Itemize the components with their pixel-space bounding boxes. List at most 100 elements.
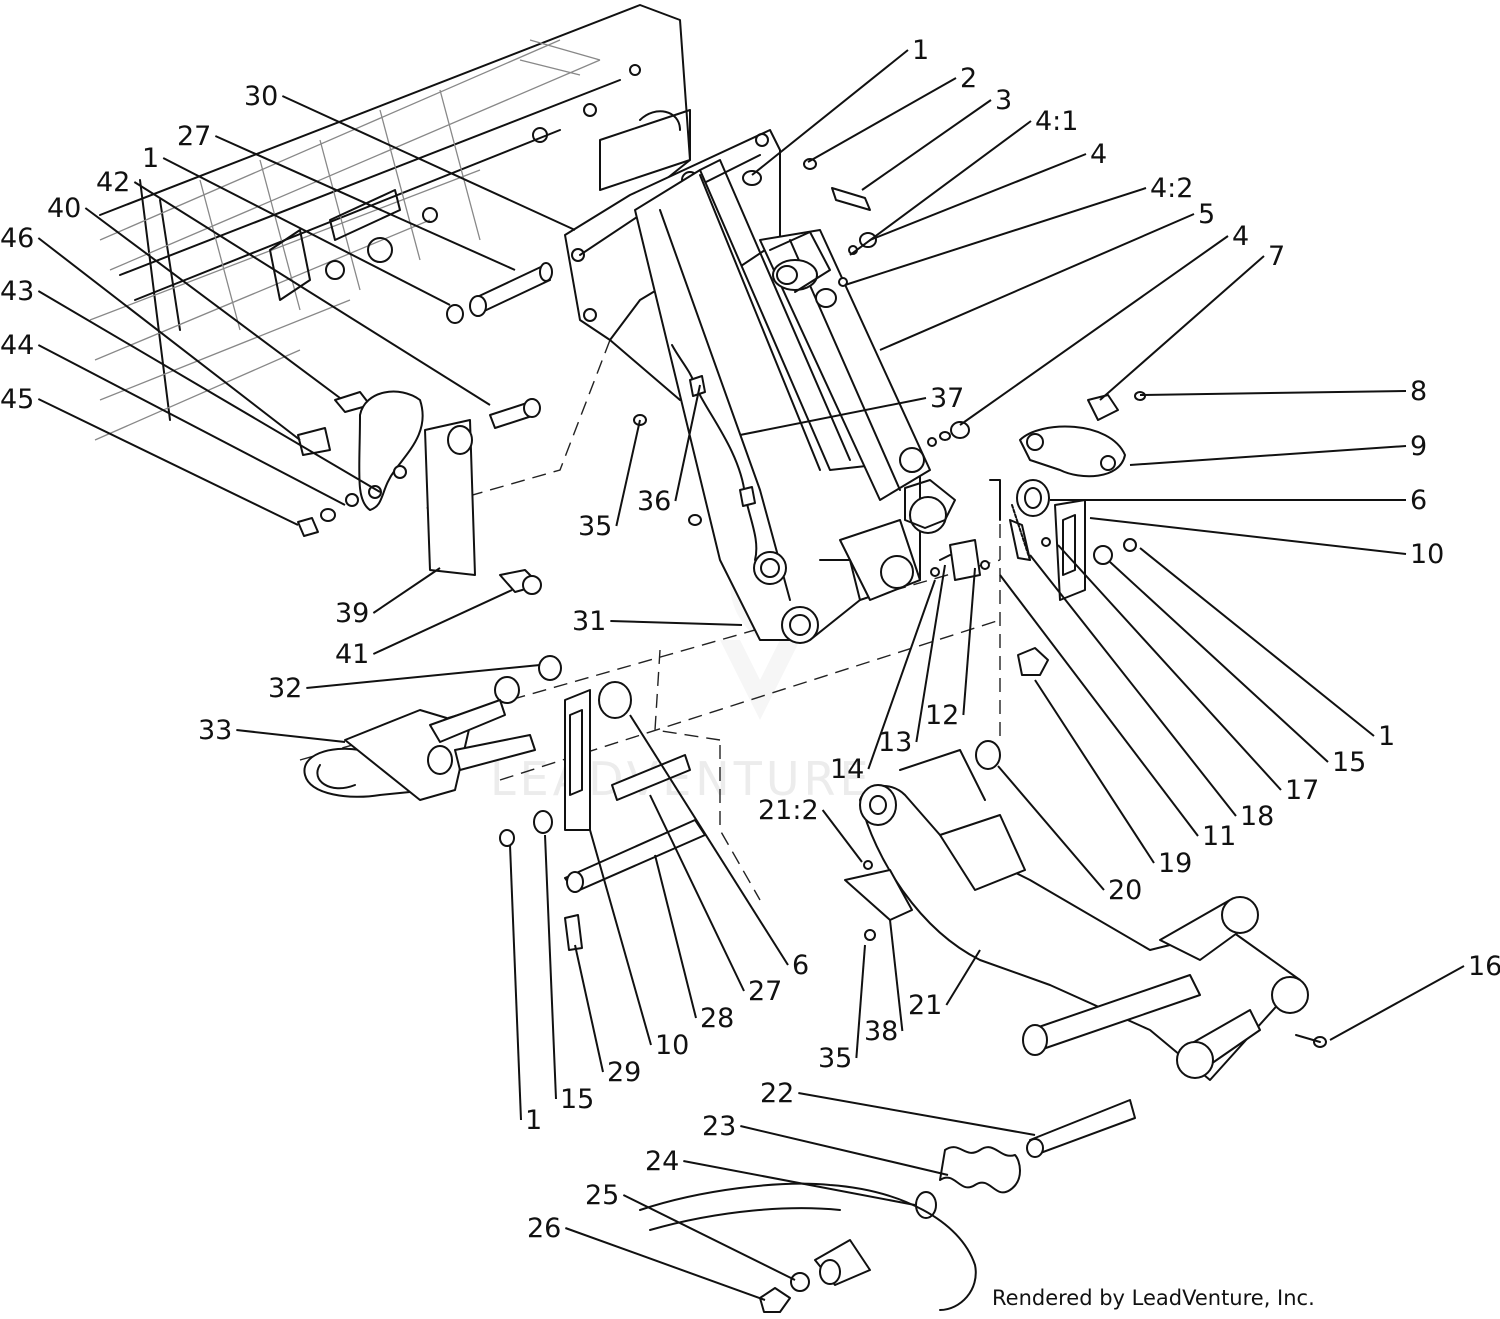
callout-label: 36 [637,486,671,517]
callout-label: 16 [1468,951,1500,982]
leader-line [649,794,745,992]
leader-line [739,397,927,436]
leader-line [306,664,541,689]
callout-label: 39 [335,598,369,629]
callout-label: 1 [142,143,159,174]
leader-line [1029,554,1237,817]
leader-line [821,809,863,863]
callout-label: 12 [925,700,959,731]
callout-44: 44 [0,330,346,506]
callout-label: 10 [1410,539,1444,570]
callout-43: 43 [0,276,381,493]
right-latch-assembly [904,391,1146,676]
lift-arm [634,159,921,644]
callout-label: 1 [1378,721,1395,752]
leader-line [869,153,1087,241]
callout-label: 42 [96,167,130,198]
main-frame [89,4,691,441]
leader-line [654,854,697,1019]
callout-label: 6 [1410,485,1427,516]
leader-line [1139,390,1407,396]
callout-layer: 1234:144:254789610115171811192012131421:… [0,35,1500,1301]
callout-label: 14 [830,754,864,785]
callout-label: 18 [1240,801,1274,832]
callout-label: 1 [912,35,929,66]
callout-26: 26 [527,1213,766,1301]
leader-line [740,1125,949,1176]
leader-line [1109,561,1329,763]
callout-label: 21 [908,990,942,1021]
leader-line [945,949,981,1006]
leader-line [236,729,346,743]
leader-line [915,564,946,743]
callout-21-2: 21:2 [758,795,863,863]
deck-arm [844,740,1327,1081]
callout-39: 39 [335,567,441,629]
leader-line [133,181,491,406]
leader-line [1129,445,1407,466]
callout-label: 2 [960,63,977,94]
callout-30: 30 [244,81,576,231]
callout-label: 11 [1202,821,1236,852]
leader-line [544,834,557,1100]
callout-label: 17 [1285,775,1319,806]
callout-label: 31 [572,606,606,637]
callout-label: 1 [525,1105,542,1136]
callout-23: 23 [702,1111,949,1176]
callout-label: 15 [1332,747,1366,778]
callout-label: 6 [792,950,809,981]
leader-line [683,1160,916,1206]
callout-1: 1 [751,35,929,176]
callout-label: 22 [760,1078,794,1109]
callout-17: 17 [1057,544,1319,806]
callout-1: 1 [509,844,542,1136]
callout-label: 30 [244,81,278,112]
callout-36: 36 [637,384,701,517]
callout-38: 38 [864,919,904,1047]
callout-label: 21:2 [758,795,819,826]
leader-line [509,844,522,1121]
callout-25: 25 [585,1180,796,1281]
leader-line [615,419,641,527]
callout-2: 2 [807,63,977,163]
leader-line [372,567,441,614]
callout-35: 35 [578,419,641,542]
callout-label: 13 [878,727,912,758]
callout-label: 15 [560,1084,594,1115]
callout-46: 46 [0,223,301,441]
callout-35: 35 [818,944,866,1074]
spring-assembly [639,1099,1136,1313]
callout-label: 19 [1158,848,1192,879]
callout-label: 9 [1410,431,1427,462]
callout-21: 21 [908,949,981,1021]
leader-line [84,207,341,399]
leader-line [162,157,451,306]
leader-line [1089,517,1407,555]
callout-label: 4 [1090,139,1107,170]
callout-41: 41 [335,589,513,670]
callout-29: 29 [574,944,641,1088]
leader-line [1034,679,1155,864]
callout-label: 7 [1268,241,1285,272]
callout-4: 4 [959,221,1249,426]
leader-line [214,135,516,271]
callout-label: 32 [268,673,302,704]
callout-5: 5 [879,199,1215,351]
callout-label: 37 [930,383,964,414]
callout-9: 9 [1129,431,1427,466]
callout-16: 16 [1329,951,1500,1041]
credit-text: Rendered by LeadVenture, Inc. [992,1286,1315,1310]
leader-line [1139,547,1375,737]
leader-line [798,1092,1036,1136]
callout-label: 24 [645,1146,679,1177]
callout-6: 6 [1050,485,1427,516]
callout-33: 33 [198,715,346,746]
callout-7: 7 [1099,241,1285,401]
callout-14: 14 [830,579,936,785]
callout-10: 10 [589,829,689,1061]
callout-label: 5 [1198,199,1215,230]
callout-24: 24 [645,1146,916,1206]
callout-label: 4:1 [1035,106,1078,137]
callout-label: 35 [818,1043,852,1074]
callout-label: 28 [700,1003,734,1034]
